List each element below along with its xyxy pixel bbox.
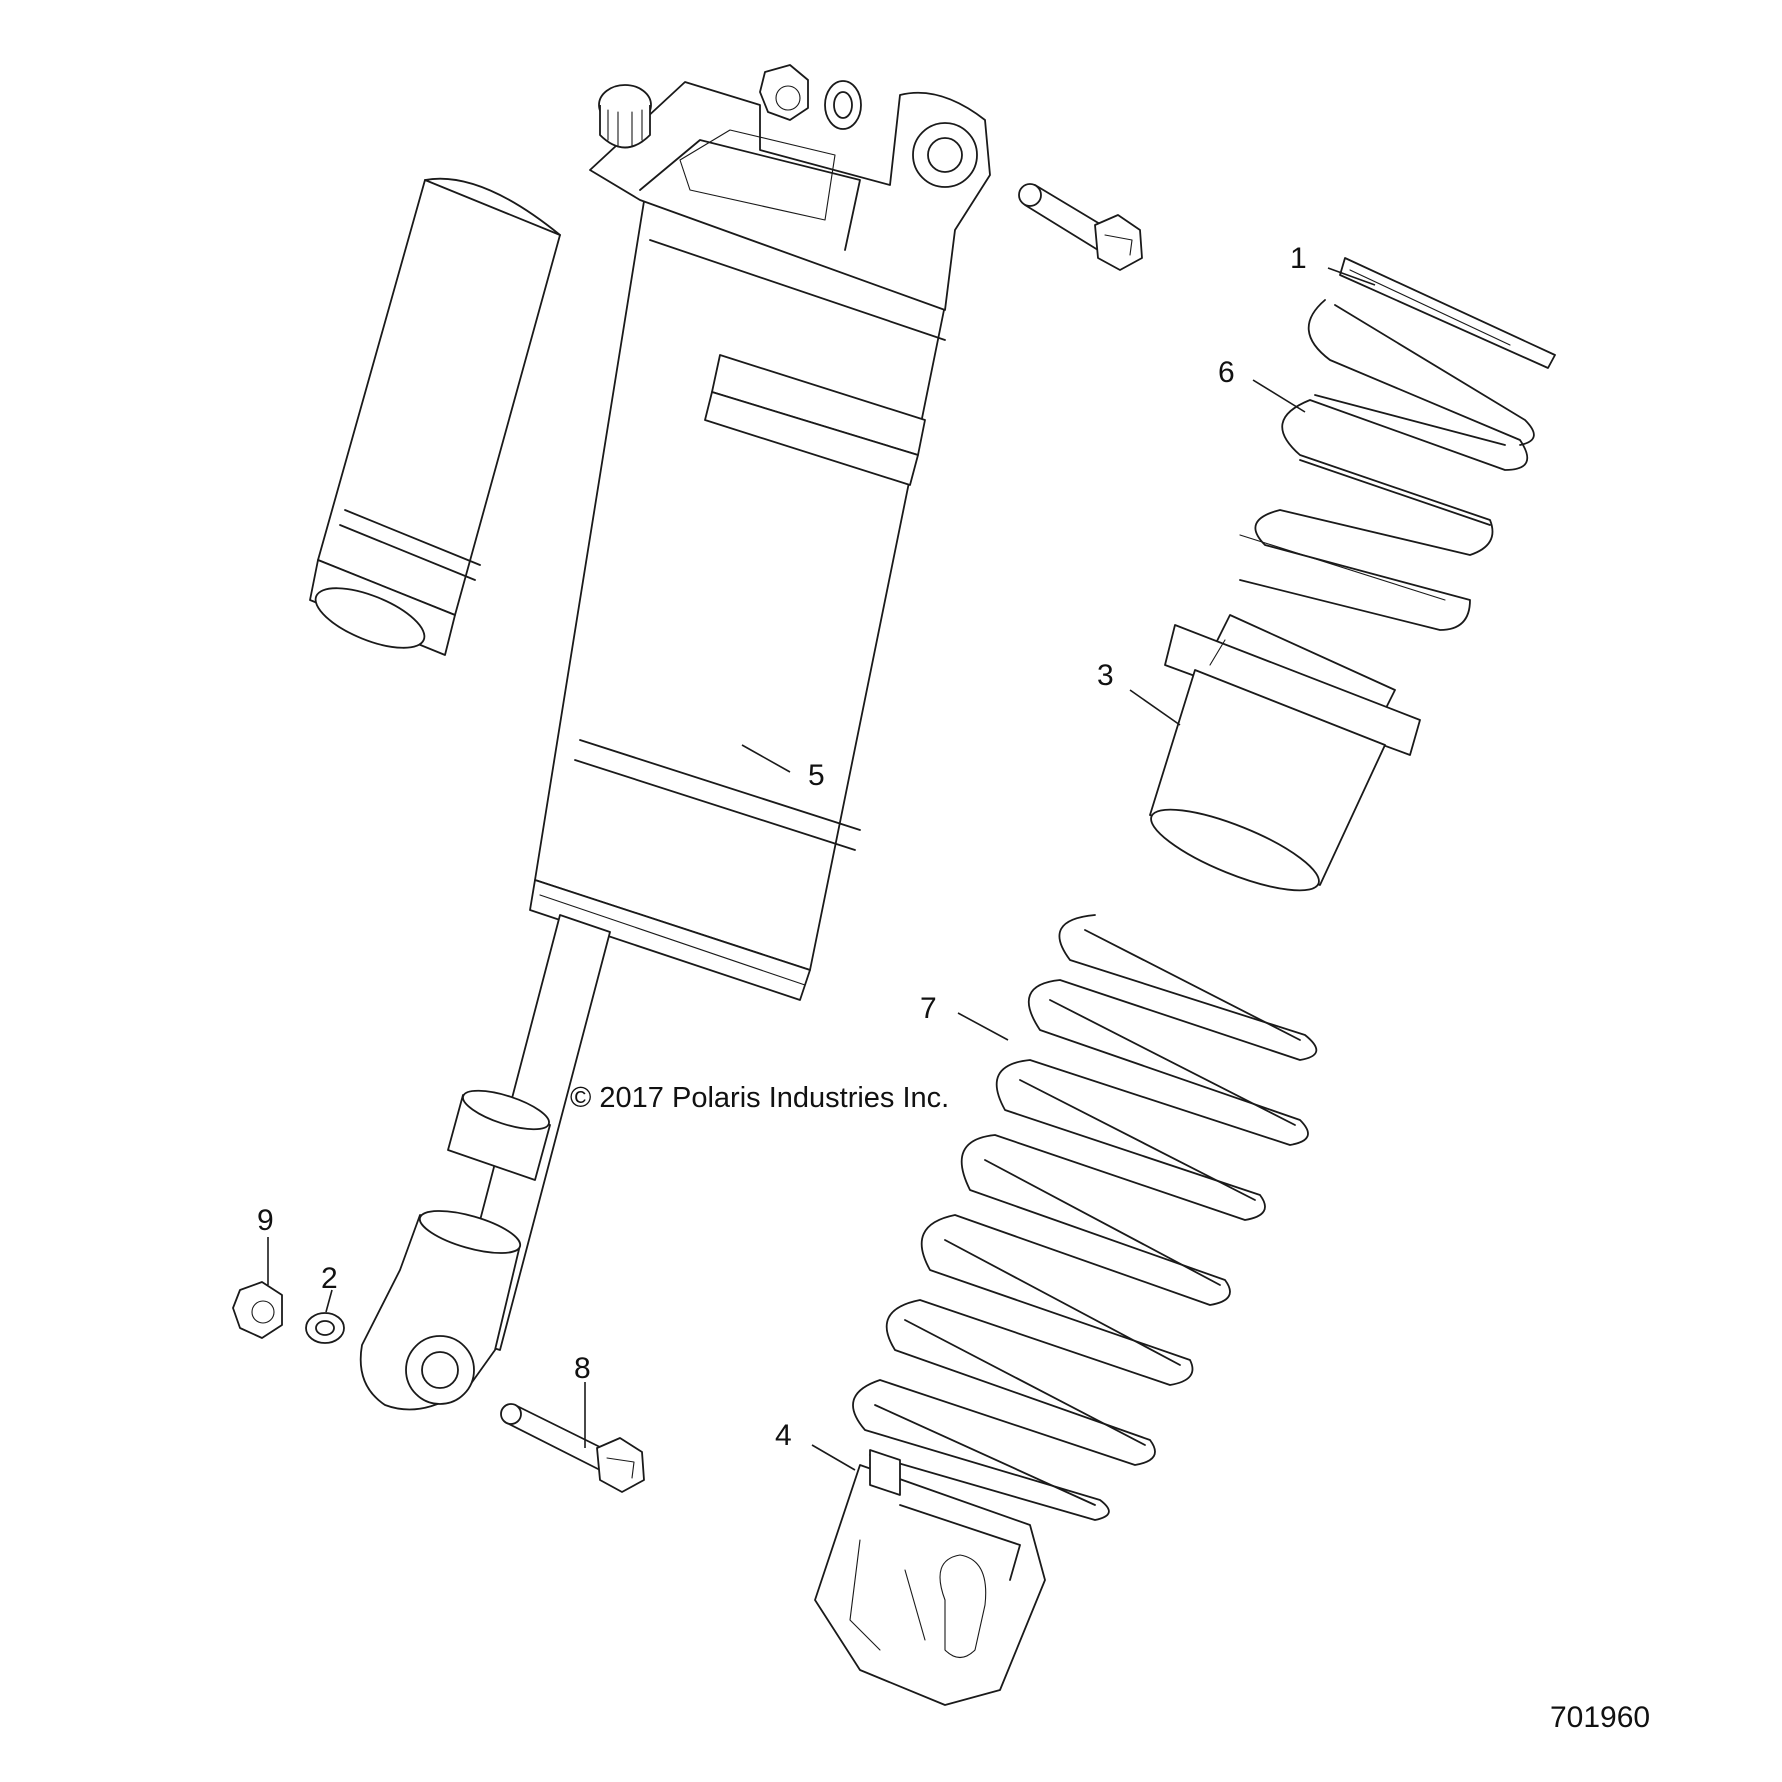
callout-2: 2 [321,1262,338,1295]
lower-mount-nut [232,1281,283,1339]
callout-4: 4 [775,1419,792,1452]
callout-5: 5 [808,759,825,792]
shock-lower-eyelet [359,1210,522,1411]
callout-leaders [267,267,1376,1471]
shock-main-body [529,194,946,1001]
spring-retainer-plate [1339,257,1556,369]
shock-reservoir [309,177,561,656]
lower-mount-bolt [500,1403,645,1493]
diagram-number: 701960 [1550,1701,1650,1734]
upper-spring [1239,299,1535,631]
shock-top-head [589,81,991,311]
callout-8: 8 [574,1352,591,1385]
top-mount-washer [824,80,862,130]
spring-adapter [1149,614,1421,892]
top-mount-bolt [1018,183,1143,271]
top-mount-nut [759,64,809,121]
main-spring [852,914,1318,1521]
lower-spring-seat [814,1449,1046,1706]
callout-9: 9 [257,1204,274,1237]
callout-3: 3 [1097,659,1114,692]
lower-mount-washer [305,1312,345,1344]
callout-1: 1 [1290,242,1307,275]
callout-6: 6 [1218,356,1235,389]
copyright-notice: © 2017 Polaris Industries Inc. [570,1082,949,1114]
callout-7: 7 [920,992,937,1025]
shock-absorber [309,81,991,1411]
